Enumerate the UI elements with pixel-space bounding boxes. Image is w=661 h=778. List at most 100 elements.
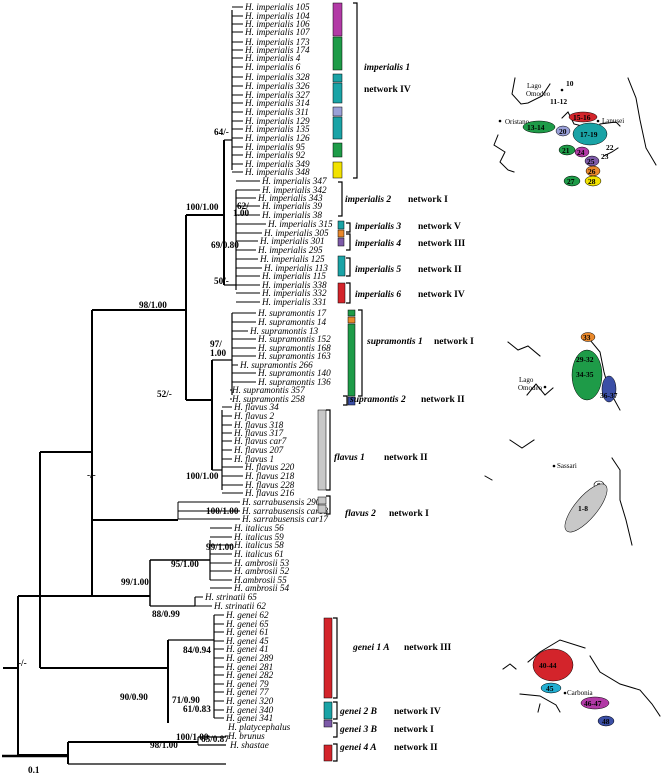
- colour-bar: [332, 161, 343, 179]
- support-label: 71/0.90: [172, 695, 200, 705]
- tip-label: H. imperialis 305: [263, 228, 329, 238]
- colour-bar: [347, 316, 356, 324]
- support-label: 95/1.00: [171, 559, 199, 569]
- tip-label: H. genei 340: [225, 705, 274, 715]
- support-label: 100/1.00: [186, 202, 219, 212]
- tip-label: H. flavus 220: [244, 462, 295, 472]
- map-number: 36-37: [600, 391, 618, 400]
- map-number: 15-16: [573, 113, 591, 122]
- map-number: 46-47: [584, 699, 602, 708]
- tip-label: H. imperialis 126: [244, 133, 310, 143]
- tip-label: H. imperialis 327: [244, 90, 310, 100]
- support-label: 98/1.00: [150, 740, 178, 750]
- tip-label: H. flavus 207: [233, 445, 284, 455]
- map-label: Lago: [527, 82, 542, 90]
- tip-label: H.ambrosii 55: [233, 575, 287, 585]
- map-number: 28: [588, 177, 596, 186]
- colour-bar: [332, 142, 343, 158]
- map-number: 21: [562, 146, 570, 155]
- tip-label: H. genei 65: [225, 619, 269, 629]
- support-label: -/-: [18, 658, 27, 668]
- group-bracket: [326, 495, 331, 515]
- colour-bar: [323, 701, 333, 720]
- group-label: supramontis 1: [366, 337, 423, 347]
- group-label: genei 4 A: [339, 743, 377, 753]
- group-label: network III: [404, 643, 452, 653]
- group-label: imperialis 5: [355, 265, 401, 275]
- tip-label: H. imperialis 314: [244, 98, 310, 108]
- colour-bar: [317, 409, 327, 491]
- tip-label: H. flavus 34: [233, 402, 279, 412]
- group-label: genei 3 B: [339, 725, 377, 735]
- tip-label: H. italicus 59: [233, 532, 284, 542]
- map-number: 26: [588, 167, 596, 176]
- map-label: Lago: [519, 376, 534, 384]
- tip-label: H. supramontis 258: [231, 394, 305, 404]
- tip-label: H. imperialis 338: [261, 280, 327, 290]
- map-number: 48: [602, 717, 610, 726]
- tip-label: H. supramontis 168: [257, 343, 331, 353]
- tip-label: H. supramontis 163: [257, 351, 331, 361]
- tip-label: H. genei 61: [225, 627, 269, 637]
- tip-label: H. imperialis 173: [244, 37, 310, 47]
- group-label: imperialis 3: [355, 222, 401, 232]
- colour-bar: [337, 229, 345, 238]
- support-label: 1.00: [210, 348, 226, 358]
- group-label: genei 2 B: [339, 707, 377, 717]
- tip-label: H. genei 62: [225, 610, 269, 620]
- support-label: 62/: [237, 201, 249, 211]
- tip-label: H. imperialis 174: [244, 45, 310, 55]
- map-number: 17-19: [580, 130, 598, 139]
- colour-bar: [337, 220, 345, 230]
- tip-label: H. imperialis 326: [244, 81, 310, 91]
- tip-label: H. imperialis 105: [244, 2, 310, 12]
- map-flavus: Sassari 9 1-8: [484, 439, 633, 546]
- support-label: 52/-: [157, 389, 172, 399]
- colour-bar: [337, 282, 346, 304]
- support-label: 88/0.99: [152, 609, 180, 619]
- tip-label: H. imperialis 107: [244, 27, 310, 37]
- tip-label: H. imperialis 311: [244, 107, 309, 117]
- map-supramontis: Lago Omodeo 33 29-32 34-35 36-37: [507, 332, 621, 411]
- group-label: supramontis 2: [349, 395, 406, 405]
- support-label: 50/-: [214, 276, 229, 286]
- colour-bar: [337, 255, 346, 277]
- map-number: 33: [583, 333, 591, 342]
- tip-label: H. supramontis 14: [257, 317, 327, 327]
- tip-label: H. imperialis 95: [244, 142, 305, 152]
- map-label: Carbonia: [567, 689, 594, 697]
- tip-label: H. flavus 216: [244, 488, 295, 498]
- support-label: 84/0.94: [183, 645, 211, 655]
- group-bracket: [343, 395, 348, 406]
- tip-label: H. flavus car7: [233, 436, 287, 446]
- group-label: network V: [418, 222, 461, 232]
- group-bracket: [333, 743, 338, 762]
- map-label: Lanusei: [602, 117, 624, 125]
- tip-label: H. supramontis 136: [257, 377, 331, 387]
- tip-label: H. sarrabusensis car17: [241, 514, 328, 524]
- group-bracket: [333, 701, 338, 720]
- colour-bar: [323, 744, 333, 762]
- support-values: 64/- 100/1.00 62/ 1.00 69/0.80 50/- 98/1…: [18, 127, 249, 750]
- group-bracket: [338, 181, 343, 217]
- tip-label: H. imperialis 301: [259, 236, 325, 246]
- support-label: 90/0.90: [120, 692, 148, 702]
- tree-branches: [3, 6, 266, 765]
- tip-label: H. imperialis 135: [244, 124, 310, 134]
- tip-label: H. imperialis 295: [257, 245, 323, 255]
- group-label: network IV: [418, 290, 465, 300]
- tip-label: H. imperialis 39: [261, 201, 322, 211]
- map-number: 29-32: [576, 355, 594, 364]
- map-number: 34-35: [576, 370, 594, 379]
- map-sardinia-central-east: Lago Omodeo Oristano Lanusei 10 11-12 13…: [493, 77, 657, 187]
- colour-bar: [332, 73, 343, 83]
- tip-label: H. ambrosii 54: [233, 583, 289, 593]
- colour-bar: [332, 36, 343, 71]
- tip-label: H. supramontis 13: [249, 326, 319, 336]
- tip-label: H. flavus 2: [233, 411, 274, 421]
- group-label: network I: [408, 195, 448, 205]
- tip-label: H. supramontis 140: [257, 368, 331, 378]
- support-label: 99/1.00: [206, 542, 234, 552]
- tip-label: H. flavus 218: [244, 471, 295, 481]
